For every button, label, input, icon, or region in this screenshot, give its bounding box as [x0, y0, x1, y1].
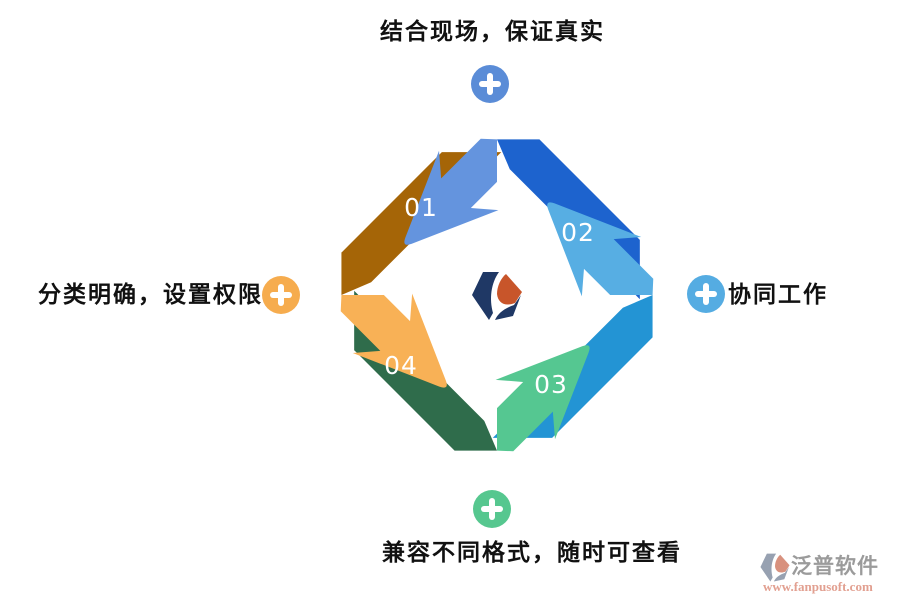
- watermark: 泛普软件 www.fanpusoft.com: [758, 546, 898, 598]
- step-number-04: 04: [384, 351, 418, 380]
- watermark-logo-right: [773, 567, 789, 582]
- callout-bottom-label: 兼容不同格式，随时可查看: [382, 540, 682, 566]
- cycle-arrows-svg: 01 02 03 04: [340, 138, 654, 452]
- ribbon-arrow-01: [404, 138, 499, 245]
- step-number-02: 02: [561, 218, 595, 247]
- plus-icon-bar: [489, 498, 495, 520]
- plus-icon-bar: [487, 73, 493, 95]
- logo-sail-shape: [497, 274, 522, 305]
- plus-icon-bar: [278, 284, 284, 306]
- plus-icon-bar: [703, 283, 709, 305]
- cycle-arrows-diagram: 01 02 03 04: [337, 135, 657, 455]
- plus-icon: [473, 490, 511, 528]
- ribbon-arrow-04: [340, 293, 447, 388]
- plus-icon: [471, 65, 509, 103]
- step-number-03: 03: [534, 370, 568, 399]
- watermark-logo-icon: [760, 553, 790, 582]
- ribbon-arrow-02: [547, 202, 654, 297]
- watermark-logo-left: [760, 553, 777, 582]
- plus-icon: [262, 276, 300, 314]
- center-logo-icon: [472, 272, 522, 320]
- watermark-url-text: www.fanpusoft.com: [763, 579, 873, 594]
- watermark-logo-sail: [775, 554, 790, 573]
- callout-left-label: 分类明确，设置权限: [38, 282, 263, 308]
- callout-top-label: 结合现场，保证真实: [380, 19, 605, 45]
- logo-left-shape: [472, 272, 499, 320]
- watermark-brand-text: 泛普软件: [791, 554, 879, 578]
- ribbon-arrow-03: [495, 345, 590, 452]
- plus-icon: [687, 275, 725, 313]
- step-number-01: 01: [404, 193, 438, 222]
- logo-right-shape: [495, 295, 521, 320]
- callout-right-label: 协同工作: [728, 282, 828, 308]
